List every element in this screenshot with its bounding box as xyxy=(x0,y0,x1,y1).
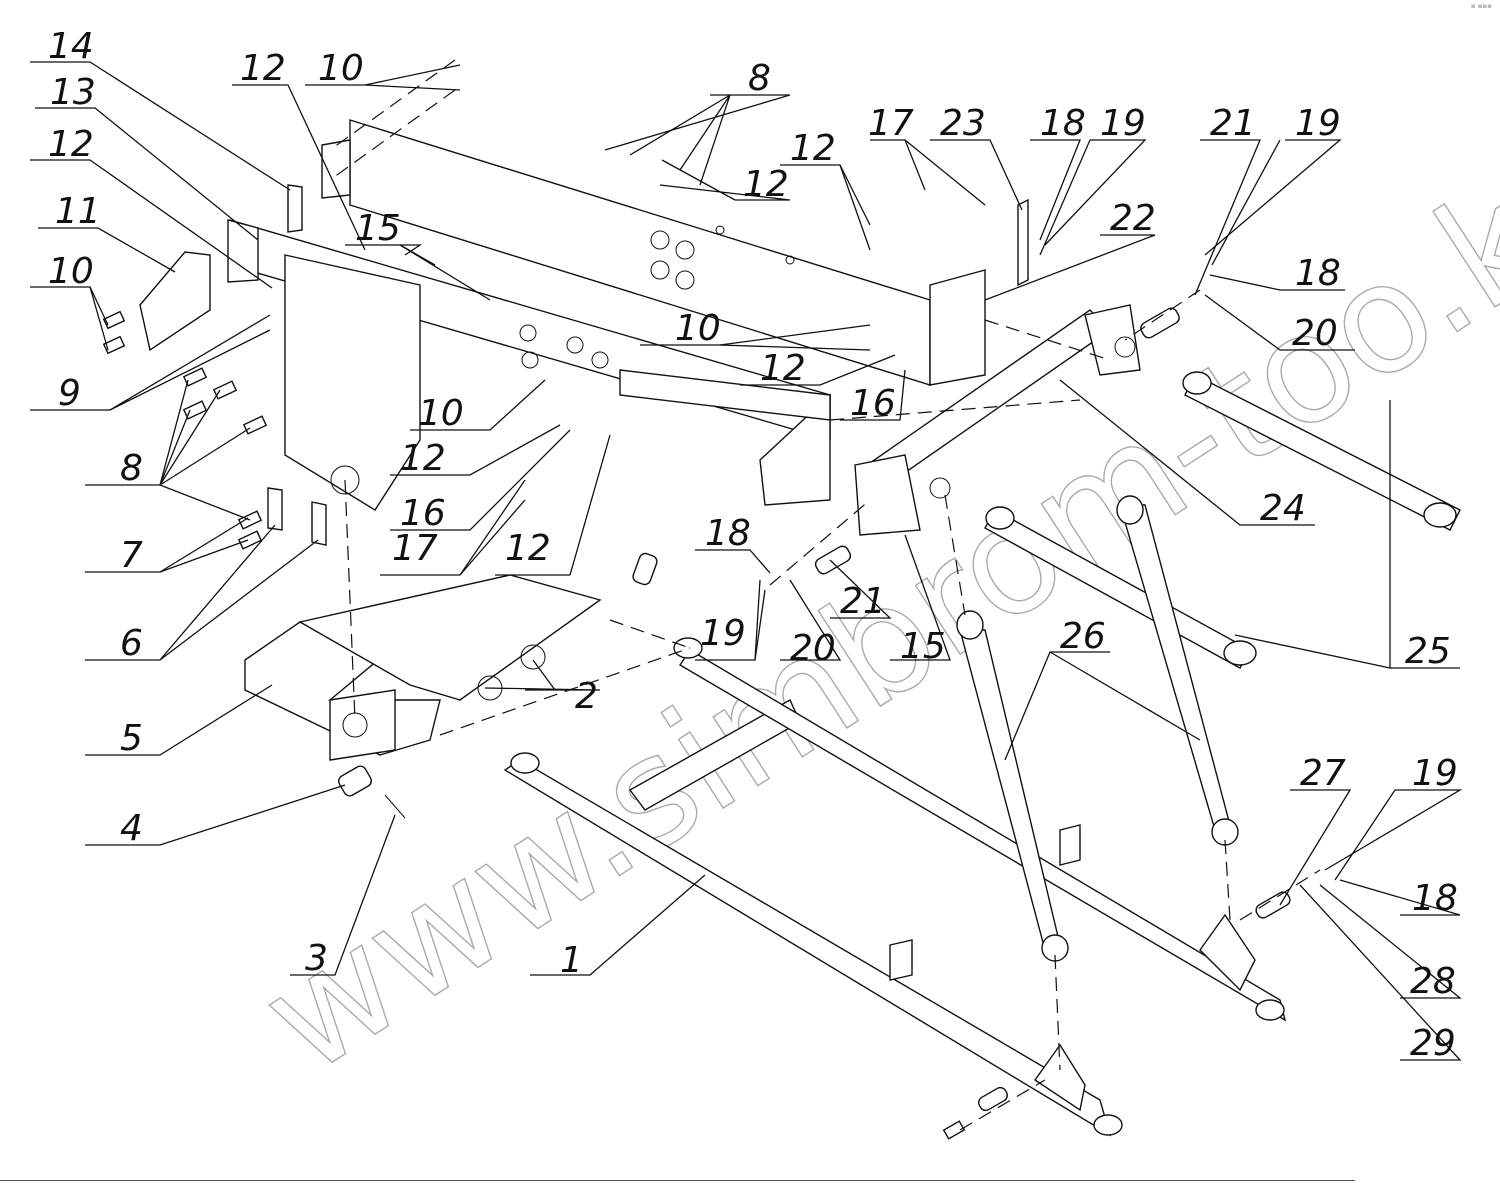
callout-20: 20 xyxy=(790,628,836,669)
callout-29: 29 xyxy=(1410,1023,1456,1064)
callout-leaders xyxy=(30,61,1463,1061)
callout-15: 15 xyxy=(355,208,401,249)
callout-18: 18 xyxy=(705,513,751,554)
callout-27: 27 xyxy=(1300,753,1346,794)
parts xyxy=(102,119,1461,1140)
callout-10: 10 xyxy=(418,393,464,434)
callout-12: 12 xyxy=(790,128,836,169)
callout-8: 8 xyxy=(748,58,771,99)
callout-11: 11 xyxy=(55,191,101,232)
callout-18: 18 xyxy=(1295,253,1341,294)
bolt-group-left xyxy=(102,310,268,550)
callout-6: 6 xyxy=(120,623,143,664)
callout-21: 21 xyxy=(1210,103,1256,144)
cotter-pin-3 xyxy=(384,794,406,819)
bracket-11 xyxy=(139,251,211,352)
callout-5: 5 xyxy=(120,718,143,759)
callout-19: 19 xyxy=(700,613,746,654)
callout-13: 13 xyxy=(50,72,96,113)
callout-12: 12 xyxy=(240,48,286,89)
callout-24: 24 xyxy=(1260,488,1306,529)
callout-17: 17 xyxy=(868,103,914,144)
cylinder-26-left xyxy=(956,610,1069,962)
callout-25: 25 xyxy=(1405,631,1451,672)
callout-3: 3 xyxy=(305,938,328,979)
plate-14 xyxy=(287,184,303,233)
pin-lower-bottom xyxy=(978,1086,1008,1112)
callout-16: 16 xyxy=(400,493,446,534)
callout-19: 19 xyxy=(1100,103,1146,144)
callout-12: 12 xyxy=(760,348,806,389)
pin-2-stub xyxy=(632,552,658,586)
callout-16: 16 xyxy=(850,383,896,424)
pin-27 xyxy=(1255,891,1291,919)
callout-4: 4 xyxy=(120,808,143,849)
lower-arm-1 xyxy=(503,699,1123,1137)
callout-12: 12 xyxy=(505,528,551,569)
cylinder-26-right xyxy=(1116,495,1239,846)
plate-6b xyxy=(311,501,327,546)
plate-13 xyxy=(227,219,259,283)
callout-9: 9 xyxy=(58,373,81,414)
plate-22 xyxy=(929,269,986,386)
callout-17: 17 xyxy=(392,528,438,569)
callout-15: 15 xyxy=(900,626,946,667)
callout-12: 12 xyxy=(48,124,94,165)
callout-12: 12 xyxy=(400,438,446,479)
assembly-lines xyxy=(329,59,1321,1131)
cross-beam-24 xyxy=(854,304,1141,536)
bottom-border-line xyxy=(0,1180,1355,1181)
callout-12: 12 xyxy=(743,164,789,205)
callout-22: 22 xyxy=(1110,198,1156,239)
callout-18: 18 xyxy=(1040,103,1086,144)
callout-10: 10 xyxy=(48,251,94,292)
callout-10: 10 xyxy=(675,308,721,349)
plate-6a xyxy=(267,487,283,531)
plate-lower-bottom xyxy=(942,1120,966,1140)
callout-21: 21 xyxy=(840,581,886,622)
callout-1: 1 xyxy=(560,940,583,981)
callout-19: 19 xyxy=(1412,753,1458,794)
pin-21-upper xyxy=(1140,307,1180,339)
callout-20: 20 xyxy=(1292,313,1338,354)
pin-4 xyxy=(338,765,372,797)
callout-8: 8 xyxy=(120,448,143,489)
callout-14: 14 xyxy=(48,26,94,67)
upper-arm xyxy=(673,637,1287,1022)
callout-2: 2 xyxy=(575,676,598,717)
callout-18: 18 xyxy=(1412,878,1458,919)
corner-mark: ▪ ▪▪▪ xyxy=(1470,2,1492,10)
callout-23: 23 xyxy=(940,103,986,144)
callout-10: 10 xyxy=(318,48,364,89)
cylinder-25-upper xyxy=(1182,371,1461,531)
callout-7: 7 xyxy=(120,535,143,576)
callout-26: 26 xyxy=(1060,616,1106,657)
bracket-23 xyxy=(1017,198,1029,287)
callout-28: 28 xyxy=(1410,961,1456,1002)
callout-numbers: 14 13 12 11 10 9 8 7 6 5 4 3 12 10 8 12 … xyxy=(48,26,1458,1064)
bracket-5 xyxy=(244,574,602,761)
callout-19: 19 xyxy=(1295,103,1341,144)
